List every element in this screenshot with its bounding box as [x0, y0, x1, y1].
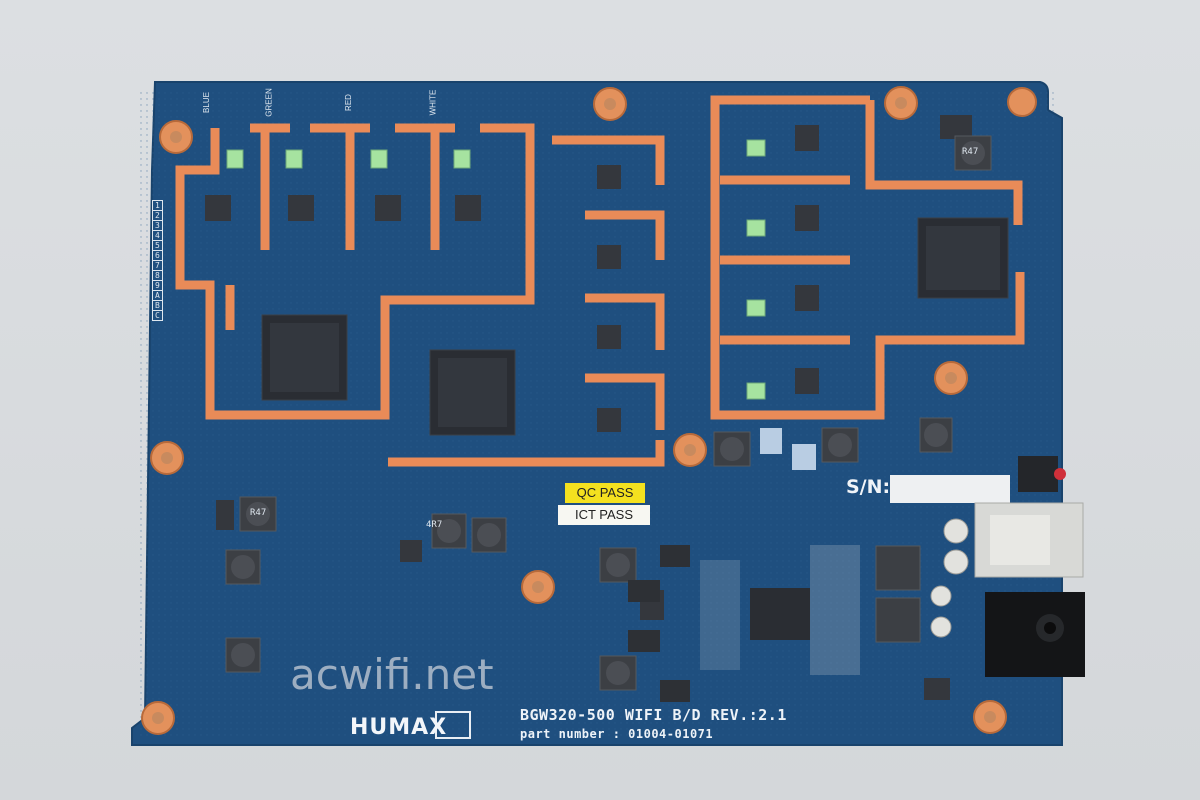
inductor-cores	[231, 141, 985, 685]
small-chips	[205, 115, 972, 700]
passive-grid	[700, 545, 860, 675]
board-name-silkscreen: BGW320-500 WIFI B/D REV.:2.1	[520, 706, 787, 724]
thermal-pads	[760, 428, 816, 470]
antenna-traces-center	[388, 135, 665, 467]
serial-number-label: S/N:	[846, 476, 891, 498]
leds	[226, 139, 766, 400]
led-label: BLUE	[201, 92, 211, 113]
reset-button	[1018, 456, 1058, 492]
dc-power-jack	[985, 592, 1085, 677]
watermark: acwifi.net	[290, 650, 494, 699]
port-label: C	[152, 310, 163, 321]
serial-sticker	[890, 475, 1010, 503]
part-number-silkscreen: part number : 01004-01071	[520, 727, 714, 741]
hole-centers	[152, 97, 996, 724]
kf-logo-box	[435, 711, 471, 739]
inductor-label: R47	[962, 147, 979, 157]
antenna-traces-left	[175, 123, 535, 420]
main-chips	[261, 217, 1009, 640]
power-components	[628, 545, 690, 702]
inductor-label: R47	[250, 508, 267, 518]
ict-pass-sticker: ICT PASS	[558, 505, 650, 525]
led-label: WHITE	[428, 89, 438, 116]
antenna-traces-right	[710, 95, 1025, 420]
qc-pass-sticker: QC PASS	[565, 483, 645, 503]
capacitors	[930, 518, 969, 638]
inductor-label: 4R7	[426, 520, 443, 530]
brand-silkscreen: HUMAX	[350, 715, 448, 740]
led-label: GREEN	[264, 88, 274, 117]
led-label: RED	[343, 94, 353, 111]
